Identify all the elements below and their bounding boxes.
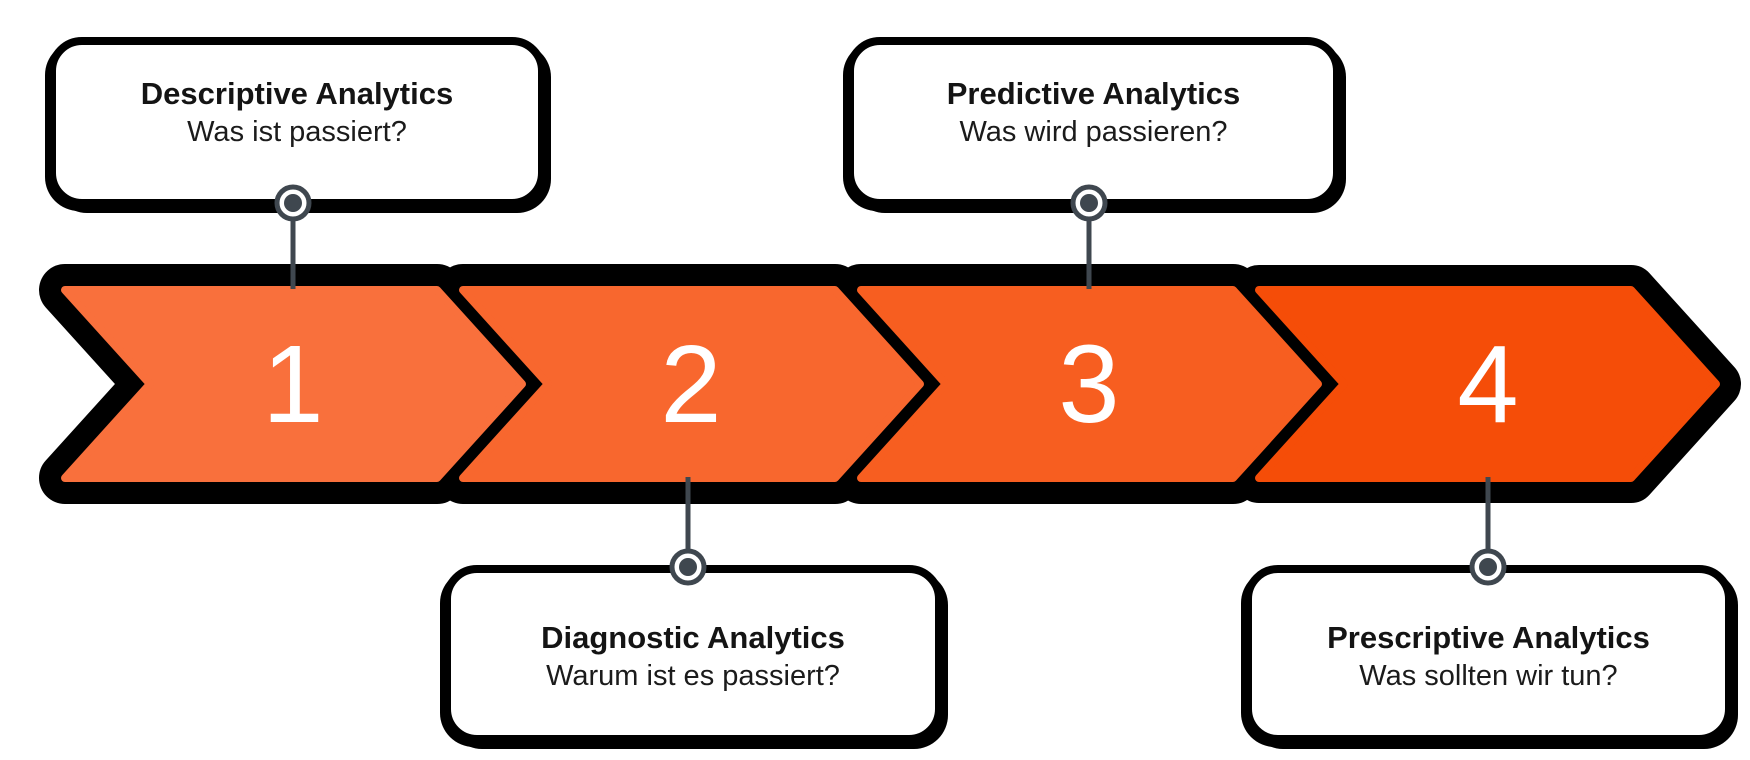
callout-predictive-question: Was wird passieren? xyxy=(959,116,1228,149)
chevron-step-4-edge xyxy=(1255,286,1720,482)
chevron-step-2 xyxy=(463,290,920,478)
callout-predictive-analytics: Predictive Analytics Was wird passieren? xyxy=(846,37,1341,207)
callout-diagnostic-question: Warum ist es passiert? xyxy=(546,660,840,693)
callout-diagnostic-analytics: Diagnostic Analytics Warum ist es passie… xyxy=(443,565,943,743)
chevron-numbers: 1 2 3 4 xyxy=(262,323,1518,446)
chevron-4-number: 4 xyxy=(1457,323,1518,446)
chevron-step-3-edge xyxy=(857,286,1322,482)
chevron-step-4 xyxy=(1259,290,1716,478)
chevron-step-1-edge xyxy=(61,286,526,482)
callout-prescriptive-title: Prescriptive Analytics xyxy=(1327,620,1650,655)
callout-prescriptive-analytics: Prescriptive Analytics Was sollten wir t… xyxy=(1244,565,1733,743)
chevron-2-number: 2 xyxy=(660,323,721,446)
chevron-3-number: 3 xyxy=(1058,323,1119,446)
chevron-step-1 xyxy=(65,290,522,478)
chevron-step-2-edge xyxy=(459,286,924,482)
callout-diagnostic-title: Diagnostic Analytics xyxy=(541,620,845,655)
chevron-shapes xyxy=(61,286,1720,482)
chevron-1-number: 1 xyxy=(262,323,323,446)
callout-descriptive-analytics: Descriptive Analytics Was ist passiert? xyxy=(48,37,546,207)
callout-predictive-title: Predictive Analytics xyxy=(946,76,1241,111)
callout-descriptive-question: Was ist passiert? xyxy=(187,116,407,149)
callout-prescriptive-question: Was sollten wir tun? xyxy=(1359,660,1618,693)
chevron-step-3 xyxy=(861,290,1318,478)
callout-descriptive-title: Descriptive Analytics xyxy=(140,76,454,111)
